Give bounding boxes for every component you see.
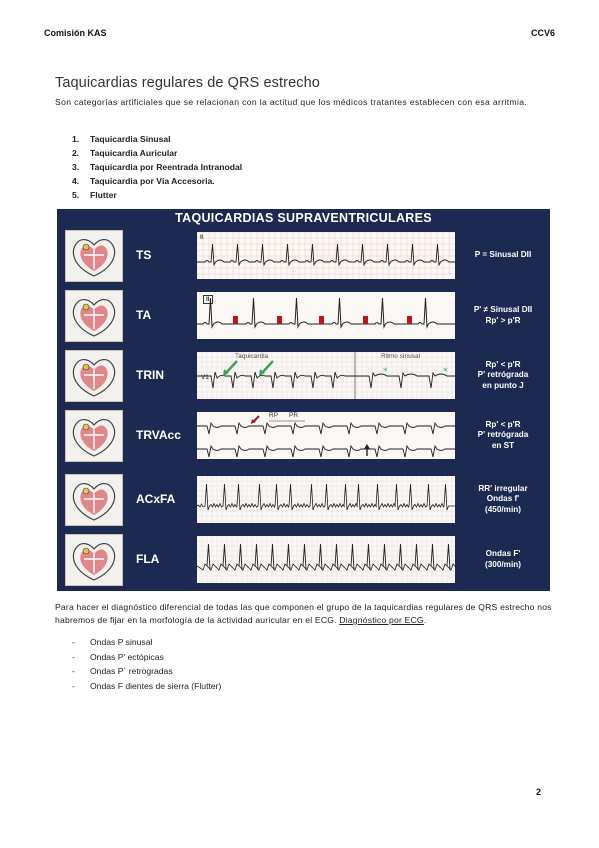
section-title: Taquicardias regulares de QRS estrecho	[55, 75, 320, 91]
row-description: Rp' < p'R P' retrógrada en punto J	[477, 359, 529, 390]
ecg-trace: **	[197, 352, 455, 399]
strip-label-rp: RP	[269, 412, 279, 419]
row-abbr: TA	[136, 308, 152, 322]
row-description: RR' irregular Ondas f' (450/min)	[478, 483, 528, 514]
heart-diagram-icon	[65, 410, 123, 462]
row-description: P = Sinusal DII	[474, 250, 532, 260]
heart-diagram-icon	[65, 290, 123, 342]
strip-label-sinus: Ritmo sinusal	[381, 353, 421, 360]
row-abbr: TRIN	[136, 368, 164, 382]
heart-diagram-icon	[65, 534, 123, 586]
heart-diagram-icon	[65, 350, 123, 402]
figure-row-ta: TA II P' ≠ Sinusal DII Rp' > p'R	[57, 287, 550, 344]
ecg-trace	[197, 536, 455, 583]
ecg-strip: II	[197, 232, 455, 279]
strip-label-pr: PR	[289, 412, 299, 419]
figure-row-trin: TRIN Taquicardia Ritmo sinusal V1 ** Rp'…	[57, 347, 550, 404]
ecg-strip: Taquicardia Ritmo sinusal V1 **	[197, 352, 455, 399]
list-item: 5.Flutter	[72, 190, 117, 200]
ecg-diagnosis-link[interactable]: Diagnóstico por ECG	[339, 615, 424, 625]
figure-row-trvacc: TRVAcc RP PR Rp' < p'R P' retrógrada en …	[57, 407, 550, 464]
row-abbr: ACxFA	[136, 492, 176, 506]
page-header: Comisión KAS CCV6	[44, 28, 555, 42]
list-item: -Ondas P´ retrogradas	[72, 666, 173, 676]
ecg-strip	[197, 536, 455, 583]
row-abbr: TS	[136, 248, 152, 262]
list-item: 2.Taquicardia Auricular	[72, 148, 178, 158]
wave-list: -Ondas P sinusal -Ondas P' ectópicas -On…	[72, 635, 221, 693]
row-description: Ondas F' (300/min)	[485, 549, 521, 569]
svg-text:*: *	[443, 367, 448, 377]
list-item: -Ondas P sinusal	[72, 637, 153, 647]
row-abbr: TRVAcc	[136, 428, 181, 442]
heart-diagram-icon	[65, 474, 123, 526]
list-item: 3.Taquicardia por Reentrada Intranodal	[72, 162, 243, 172]
heart-diagram-icon	[65, 230, 123, 282]
strip-label-tachycardia: Taquicardia	[235, 353, 269, 360]
svg-text:*: *	[383, 367, 388, 377]
header-right: CCV6	[530, 28, 555, 38]
diagnosis-paragraph: Para hacer el diagnóstico diferencial de…	[55, 602, 552, 625]
lead-label: II	[200, 234, 204, 241]
lead-label: II	[203, 295, 213, 304]
ecg-strip: II	[197, 292, 455, 339]
page-number: 2	[535, 787, 541, 797]
figure-row-ts: TS II P = Sinusal DII	[57, 227, 550, 284]
svt-figure: TAQUICARDIAS SUPRAVENTRICULARES TS II P …	[57, 209, 550, 591]
lead-label: V1	[201, 374, 209, 381]
row-abbr: FLA	[136, 552, 160, 566]
list-item: 4.Taquicardia por Vía Accesoria.	[72, 176, 215, 186]
list-item: -Ondas P' ectópicas	[72, 651, 164, 662]
figure-row-fla: FLA Ondas F' (300/min)	[57, 531, 550, 588]
header-left: Comisión KAS	[44, 28, 107, 38]
ecg-trace	[197, 415, 455, 458]
ecg-strip	[197, 476, 455, 523]
row-description: Rp' < p'R P' retrógrada en ST	[477, 419, 529, 450]
figure-row-acxfa: ACxFA RR' irregular Ondas f' (450/min)	[57, 471, 550, 528]
intro-paragraph: Son categorías artificiales que se relac…	[55, 97, 528, 107]
row-description: P' ≠ Sinusal DII Rp' > p'R	[473, 305, 533, 325]
ecg-trace	[197, 476, 455, 523]
tachycardia-list: 1.Taquicardia Sinusal 2.Taquicardia Auri…	[72, 132, 242, 202]
ecg-trace	[197, 297, 455, 329]
ecg-trace	[197, 232, 455, 279]
figure-title: TAQUICARDIAS SUPRAVENTRICULARES	[175, 211, 432, 225]
list-item: -Ondas F dientes de sierra (Flutter)	[72, 680, 222, 691]
ecg-strip: RP PR	[197, 412, 455, 459]
list-item: 1.Taquicardia Sinusal	[72, 134, 171, 144]
